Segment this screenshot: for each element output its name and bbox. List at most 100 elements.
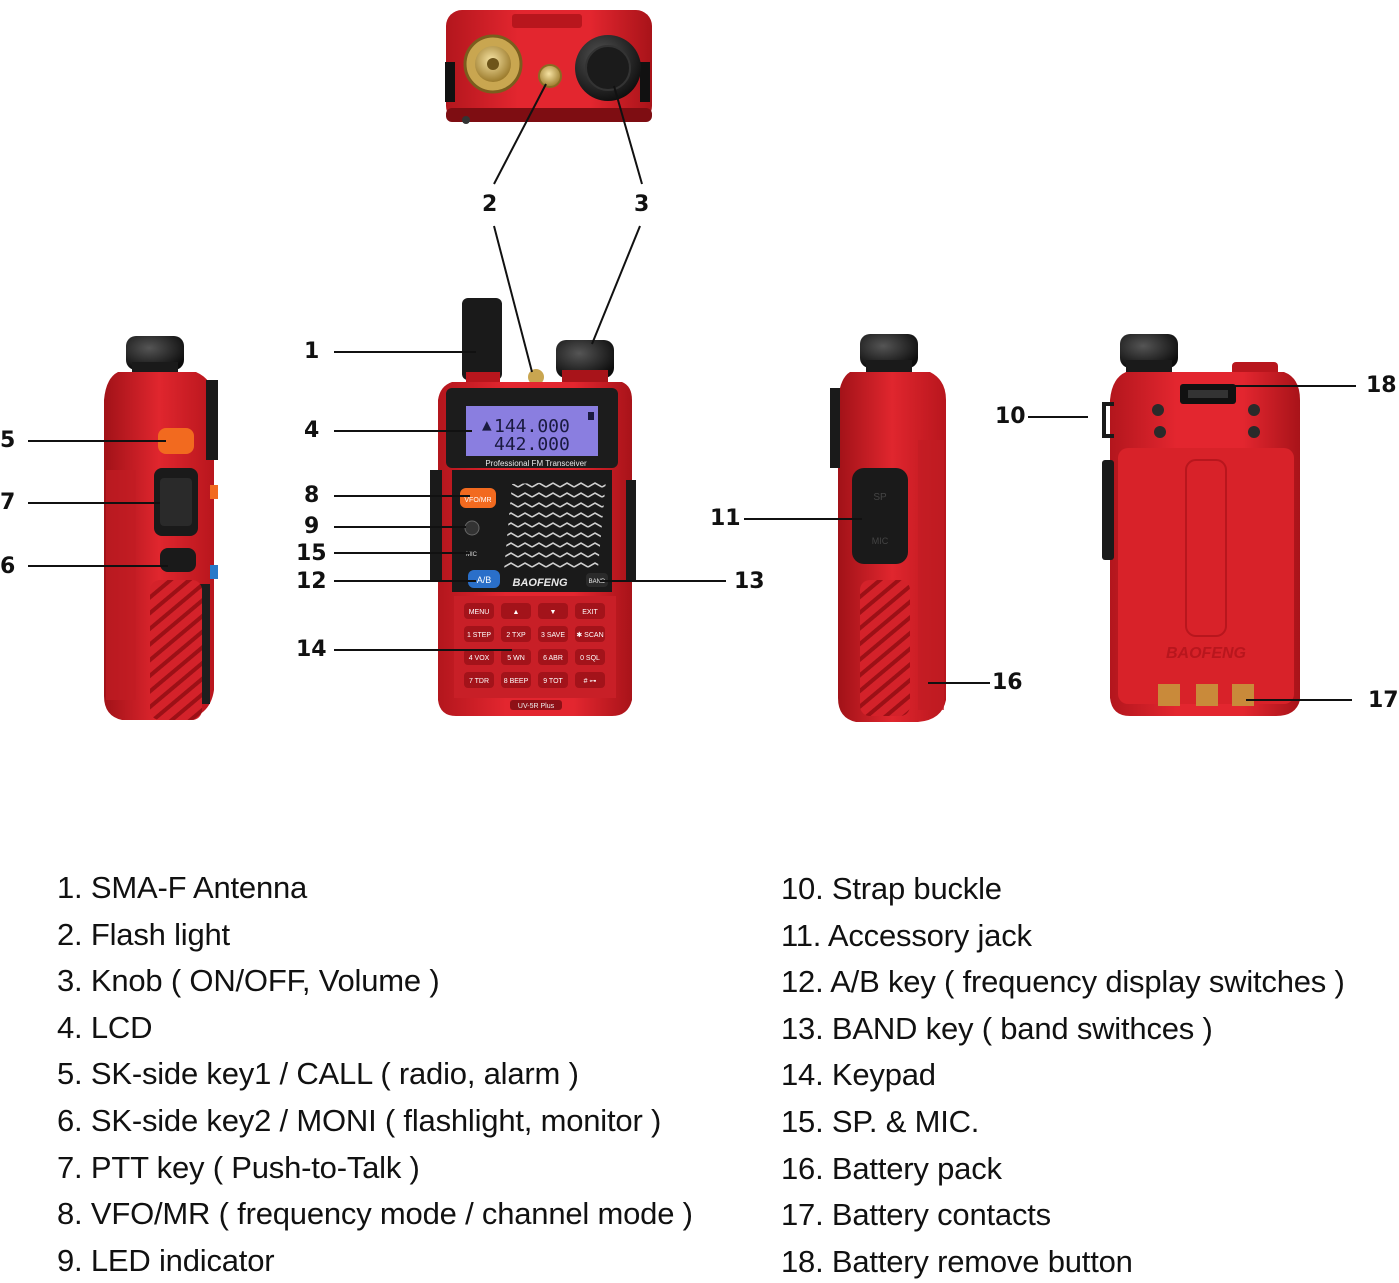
keypad: MENU ▲ ▼ EXIT 1 STEP 2 TXP 3 SAVE ✱ SCAN 4 VOX 5 … [464, 603, 605, 688]
callout-17: 17 [1368, 688, 1399, 713]
callout-12: 12 [296, 569, 327, 594]
brand-front: BAOFENG [513, 577, 568, 589]
radio-parts-diagram: ▲ 144.000 442.000 Professional FM Transc… [28, 10, 1356, 722]
right-side-view: SP MIC [830, 334, 946, 722]
keypad-key-label: 4 VOX [469, 655, 490, 662]
callout-16: 16 [992, 670, 1023, 695]
legend-item: 10. Strap buckle [781, 871, 1002, 906]
legend-item: 11. Accessory jack [781, 918, 1032, 953]
moni-side-key [160, 548, 196, 572]
keypad-key [575, 649, 605, 665]
side-sp: SP [873, 492, 887, 503]
legend-item: 9. LED indicator [57, 1243, 275, 1278]
keypad-key [501, 603, 531, 619]
lcd-line-2: 442.000 [494, 434, 570, 455]
front-view: ▲ 144.000 442.000 Professional FM Transc… [430, 298, 636, 716]
flash-light-top [538, 64, 562, 88]
keypad-key [575, 672, 605, 688]
callout-4: 4 [304, 418, 320, 443]
legend-item: 4. LCD [57, 1010, 153, 1045]
legend-item: 13. BAND key ( band swithces ) [781, 1011, 1213, 1046]
brand-back: BAOFENG [1166, 645, 1246, 662]
keypad-key [501, 626, 531, 642]
legend-item: 12. A/B key ( frequency display switches… [781, 964, 1345, 999]
keypad-key [575, 603, 605, 619]
ab-key-label: A/B [477, 575, 492, 585]
callout-5: 5 [0, 428, 16, 453]
keypad-key-label: EXIT [582, 609, 598, 616]
keypad-key-label: 9 TOT [543, 678, 563, 685]
keypad-key-label: ✱ SCAN [576, 631, 603, 639]
keypad-key-label: 3 SAVE [541, 632, 565, 639]
left-side-view [104, 336, 218, 720]
keypad-key [464, 626, 494, 642]
keypad-key-label: 0 SQL [580, 655, 600, 662]
callout-2: 2 [482, 192, 498, 217]
battery-contact-3 [1232, 684, 1254, 706]
legend-item: 14. Keypad [781, 1057, 936, 1092]
legend-item: 15. SP. & MIC. [781, 1104, 980, 1139]
legend-item: 18. Battery remove button [781, 1244, 1133, 1279]
band-key-label: BAND [589, 579, 606, 585]
keypad-key [464, 649, 494, 665]
lcd-line-1: 144.000 [494, 416, 570, 437]
keypad-key-label: # ⊶ [584, 678, 597, 685]
keypad-key-label: ▲ [513, 609, 520, 616]
callout-7: 7 [0, 490, 16, 515]
leader-lines [28, 83, 1356, 701]
keypad-key-label: 7 TDR [469, 678, 489, 685]
keypad-key [575, 626, 605, 642]
ab-key [468, 570, 500, 588]
keypad-key-label: MENU [469, 609, 490, 616]
band-key [586, 573, 608, 587]
accessory-jack-cover [852, 468, 908, 564]
legend-item: 2. Flash light [57, 917, 230, 952]
keypad-key [464, 603, 494, 619]
callout-13: 13 [734, 569, 765, 594]
keypad-key-label: ▼ [550, 609, 557, 616]
keypad-key-label: 5 WN [507, 655, 525, 662]
callout-18: 18 [1366, 373, 1397, 398]
keypad-key [538, 603, 568, 619]
callout-9: 9 [304, 514, 320, 539]
keypad-key [501, 672, 531, 688]
led-indicator [464, 520, 480, 536]
legend-item: 1. SMA-F Antenna [57, 870, 308, 905]
callout-11: 11 [710, 506, 741, 531]
legend-item: 16. Battery pack [781, 1151, 1002, 1186]
keypad-key [538, 649, 568, 665]
back-view: BAOFENG [1102, 334, 1300, 716]
top-view [445, 10, 652, 124]
keypad-key [538, 626, 568, 642]
keypad-key-label: 2 TXP [506, 632, 526, 639]
legend-item: 8. VFO/MR ( frequency mode / channel mod… [57, 1196, 693, 1231]
keypad-key-label: 8 BEEP [504, 678, 529, 685]
battery-contact-2 [1196, 684, 1218, 706]
call-side-key [158, 428, 194, 454]
svg-text:▲: ▲ [482, 415, 492, 434]
keypad-key-label: 1 STEP [467, 632, 491, 639]
legend-item: 3. Knob ( ON/OFF, Volume ) [57, 963, 440, 998]
callout-10: 10 [995, 404, 1026, 429]
legend-item: 6. SK-side key2 / MONI ( flashlight, mon… [57, 1103, 662, 1138]
legend-item: 7. PTT key ( Push-to-Talk ) [57, 1150, 420, 1185]
callout-1: 1 [304, 339, 320, 364]
vfo-mr-label: VFO/MR [464, 497, 491, 504]
antenna [462, 298, 502, 380]
vfo-mr-key [460, 488, 496, 508]
keypad-key-label: 6 ABR [543, 655, 563, 662]
legend-item: 5. SK-side key1 / CALL ( radio, alarm ) [57, 1056, 579, 1091]
side-mic: MIC [872, 536, 889, 546]
legend-item: 17. Battery contacts [781, 1197, 1051, 1232]
model-label: UV-5R Plus [518, 703, 555, 710]
callout-14: 14 [296, 637, 327, 662]
keypad-key [501, 649, 531, 665]
battery-contact-1 [1158, 684, 1180, 706]
mic-label: MIC [466, 552, 478, 558]
callout-8: 8 [304, 483, 320, 508]
panel-label: Professional FM Transceiver [485, 459, 587, 468]
keypad-key [464, 672, 494, 688]
strap-buckle [1102, 402, 1114, 438]
callout-6: 6 [0, 554, 16, 579]
lcd [466, 406, 598, 456]
